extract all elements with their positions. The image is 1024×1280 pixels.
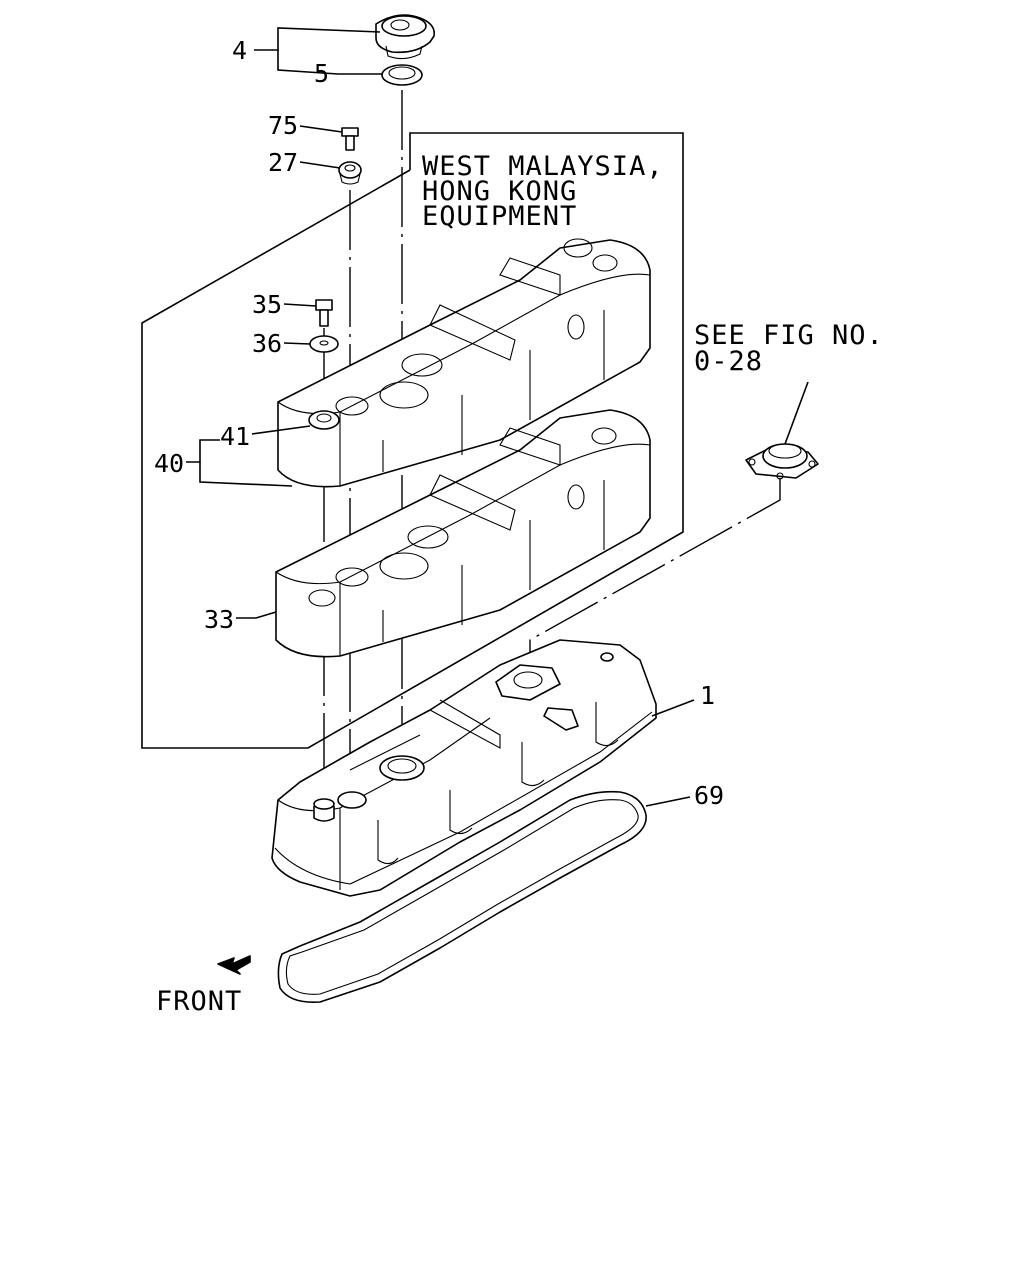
- cap-gasket: [381, 64, 423, 86]
- callout-5: 5: [314, 59, 329, 88]
- callout-41: 41: [220, 422, 250, 451]
- pcv-breather: [745, 443, 819, 480]
- cover-assembly-40: [277, 238, 651, 488]
- front-label: FRONT: [156, 986, 242, 1017]
- callout-75: 75: [268, 111, 298, 140]
- callout-40: 40: [154, 449, 184, 478]
- bolt-35: [315, 299, 333, 327]
- see-fig-note-line1: SEE FIG NO.: [694, 320, 884, 351]
- cylinder-head-cover-1: [271, 639, 657, 897]
- equipment-region-outline: [141, 132, 684, 749]
- bolt-75: [341, 127, 359, 151]
- callout-4: 4: [232, 36, 247, 65]
- equipment-note-line3: EQUIPMENT: [422, 201, 577, 232]
- equipment-note-line2: HONG KONG: [422, 176, 577, 207]
- callout-69: 69: [694, 781, 724, 810]
- callout-27: 27: [268, 148, 298, 177]
- callout-36: 36: [252, 329, 282, 358]
- callout-35: 35: [252, 290, 282, 319]
- oil-filler-cap: [375, 14, 436, 60]
- equipment-note-line1: WEST MALAYSIA,: [422, 151, 664, 182]
- seal-washer-27: [338, 161, 362, 185]
- washer-36: [309, 335, 339, 353]
- leader-lines: [186, 27, 809, 807]
- callout-33: 33: [204, 605, 234, 634]
- front-arrow-icon: [217, 955, 251, 975]
- cover-gasket-69: [277, 790, 647, 1004]
- insulator-cover-33: [275, 409, 651, 658]
- see-fig-note-line2: 0-28: [694, 346, 763, 377]
- callout-1: 1: [700, 681, 715, 710]
- grommet-41: [308, 410, 340, 430]
